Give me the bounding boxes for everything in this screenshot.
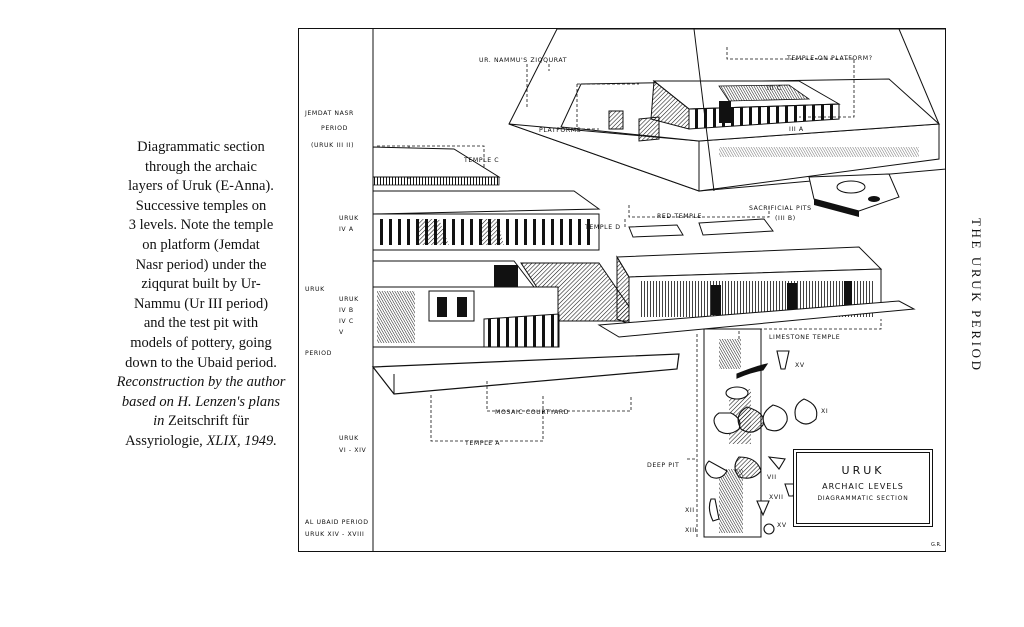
figure-caption: Diagrammatic section through the archaic… (108, 138, 294, 452)
limestone-temple (597, 246, 916, 338)
period-label: URUK (339, 435, 359, 442)
caption-credit-journal-name: Zeitschrift für (167, 413, 249, 430)
caption-credit-journal-name-2: Assyriologie, (125, 432, 203, 449)
ziqqurat-platform (508, 29, 945, 217)
running-head: THE URUK PERIOD (969, 218, 984, 373)
base-slab (371, 353, 680, 395)
temple-c (372, 146, 501, 186)
caption-line: Diagrammatic section (137, 139, 265, 155)
label-roman: XV (795, 362, 805, 369)
caption-line: 3 levels. Note the temple (128, 217, 274, 234)
caption-credit-journal: in Zeitschrift für (108, 412, 294, 432)
period-label: V (339, 329, 344, 336)
label-temple-on-platform: TEMPLE-ON PLATFORM? (786, 55, 873, 62)
period-label: URUK XIV - XVIII (305, 531, 364, 538)
callout-lines-lower (430, 319, 882, 460)
caption-credit-in: in (153, 413, 165, 430)
period-label: PERIOD (305, 350, 332, 357)
period-label: IV A (339, 226, 354, 233)
caption-line: Nasr period) under the (135, 256, 267, 273)
caption-credit-line: based on H. Lenzen's plans (121, 393, 281, 410)
callout-lines-top (377, 47, 855, 229)
label-iii-a: III A (789, 126, 804, 133)
period-label: JEMDAT NASR (304, 110, 354, 117)
pottery-models (704, 350, 818, 535)
caption-line: Successive temples on (135, 197, 267, 214)
diagram-subtitle-2: DIAGRAMMATIC SECTION (817, 495, 909, 502)
label-temple-a: TEMPLE A (464, 440, 500, 447)
caption-line: ziqqurat built by Ur- (141, 276, 261, 293)
label-roman: XV (777, 522, 787, 529)
label-ziqqurat: UR. NAMMU'S ZIQQURAT (479, 57, 567, 64)
period-label: IV C (339, 318, 354, 325)
caption-line: down to the Ubaid period. (125, 354, 277, 371)
artist-initials: G.R. (931, 542, 942, 548)
period-label: AL UBAID PERIOD (305, 519, 369, 526)
diagram-drawing: JEMDAT NASR PERIOD (URUK III II) URUK IV… (304, 29, 945, 551)
diagram-subtitle: ARCHAIC LEVELS (822, 482, 904, 491)
period-label: IV B (339, 307, 354, 314)
temple-a (372, 260, 640, 348)
period-label: URUK (339, 215, 359, 222)
temple-d (372, 190, 601, 251)
caption-credit-line: Reconstruction by the author (116, 374, 286, 391)
label-limestone-temple: LIMESTONE TEMPLE (769, 334, 840, 341)
caption-line: layers of Uruk (E-Anna). (128, 178, 274, 195)
caption-credit-volume: Assyriologie, XLIX, 1949. (108, 432, 294, 452)
period-label: VI - XIV (339, 447, 366, 454)
period-label: PERIOD (321, 125, 348, 132)
caption-line: and the test pit with (143, 315, 259, 332)
label-temple-d: TEMPLE D (584, 224, 621, 231)
period-label: (URUK III II) (311, 142, 354, 149)
caption-line: on platform (Jemdat (142, 236, 260, 253)
label-deep-pit: DEEP PIT (647, 462, 679, 469)
label-sacrificial-pits: SACRIFICIAL PITS (749, 205, 812, 212)
label-platforms: PLATFORMS (539, 127, 581, 134)
diagram-title: URUK (841, 464, 885, 477)
uruk-diagram: JEMDAT NASR PERIOD (URUK III II) URUK IV… (298, 28, 946, 552)
caption-credit-vol: XLIX, 1949. (206, 432, 277, 449)
diagram-title-box: URUK ARCHAIC LEVELS DIAGRAMMATIC SECTION (793, 449, 933, 527)
label-mosaic-courtyard: MOSAIC COURTYARD (495, 409, 569, 416)
label-roman: XIII (685, 527, 697, 534)
label-red-temple: RED TEMPLE (657, 213, 702, 220)
caption-line: Nammu (Ur III period) (133, 295, 269, 312)
red-temple (628, 218, 774, 238)
label-temple-c: TEMPLE C (463, 157, 499, 164)
period-label: URUK (339, 296, 359, 303)
period-label: URUK (305, 286, 325, 293)
label-roman: XI (821, 408, 828, 415)
label-sacrificial-pits-level: (III B) (775, 215, 796, 222)
caption-line: through the archaic (145, 158, 257, 175)
caption-line: models of pottery, going (130, 334, 272, 351)
label-iii-c: III C (767, 85, 782, 92)
label-roman: VII (767, 474, 777, 481)
label-roman: XII (685, 507, 695, 514)
label-roman: XVII (769, 494, 784, 501)
